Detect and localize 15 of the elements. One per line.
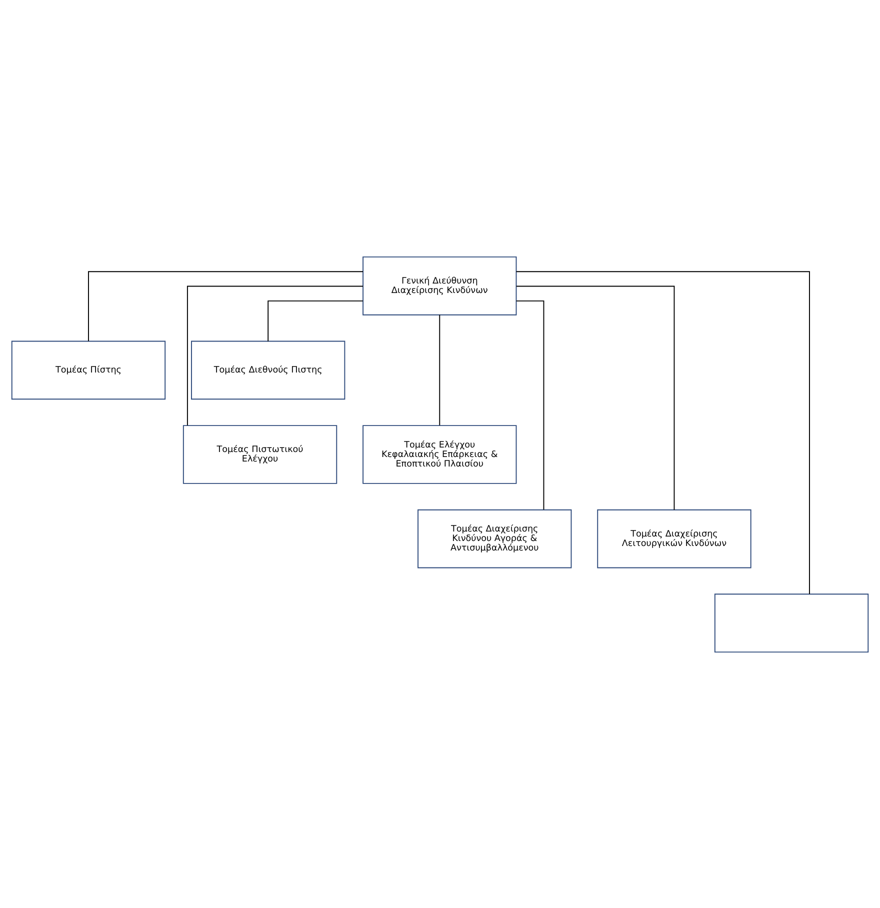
connector (186, 285, 364, 426)
node-box (714, 593, 869, 652)
connector (516, 285, 675, 510)
node-box: Γενική Διεύθυνση Διαχείρισης Κινδύνων (362, 256, 517, 315)
connector (516, 300, 544, 510)
node-box: Τομέας Διεθνούς Πιστης (191, 340, 346, 400)
connector (516, 270, 810, 594)
node-box: Τομέας Διαχείρισης Κινδύνου Αγοράς & Αντισυμβαλλόμενου (418, 508, 572, 568)
connector (439, 314, 440, 426)
node-box: Τομέας Πιστωτικού Ελέγχου (182, 424, 338, 484)
node-box: Τομέας Ελέγχου Κεφαλαιακής Επάρκειας & Εποπτικού Πλαισίου (362, 424, 517, 484)
connector (268, 300, 364, 342)
node-box: Τομέας Πίστης (11, 340, 166, 400)
node-box: Τομέας Διαχείρισης Λειτουργικών Κινδύνων (597, 508, 752, 568)
connector (88, 270, 364, 342)
